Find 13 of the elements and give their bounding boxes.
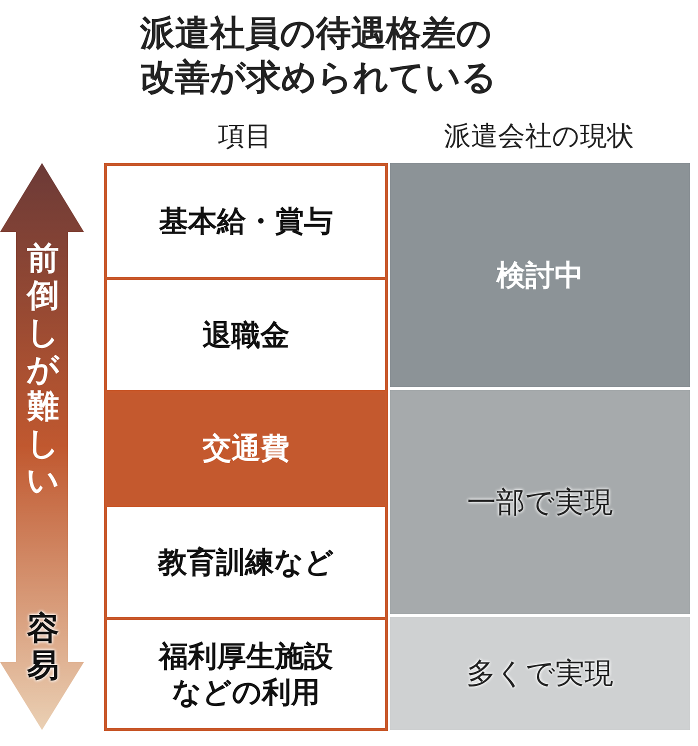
column-header: 派遣会社の現状 [443,120,635,154]
table-cell: 教育訓練など [104,504,388,620]
column-header: 項目 [217,120,273,154]
table-cell: 検討中 [390,163,690,387]
table-cell: 多くで実現 [390,617,690,730]
table-cell: 基本給・賞与 [104,163,388,280]
table-cell: 交通費 [104,390,388,507]
table-cell: 一部で実現 [390,390,690,614]
table-cell: 退職金 [104,277,388,393]
title: 派遣社員の待遇格差の改善が求められている [140,13,498,100]
arrow-label: 容易 [26,610,60,684]
table-cell: 福利厚生施設などの利用 [104,617,388,731]
arrow-label: 前倒しが難しい [25,240,60,499]
